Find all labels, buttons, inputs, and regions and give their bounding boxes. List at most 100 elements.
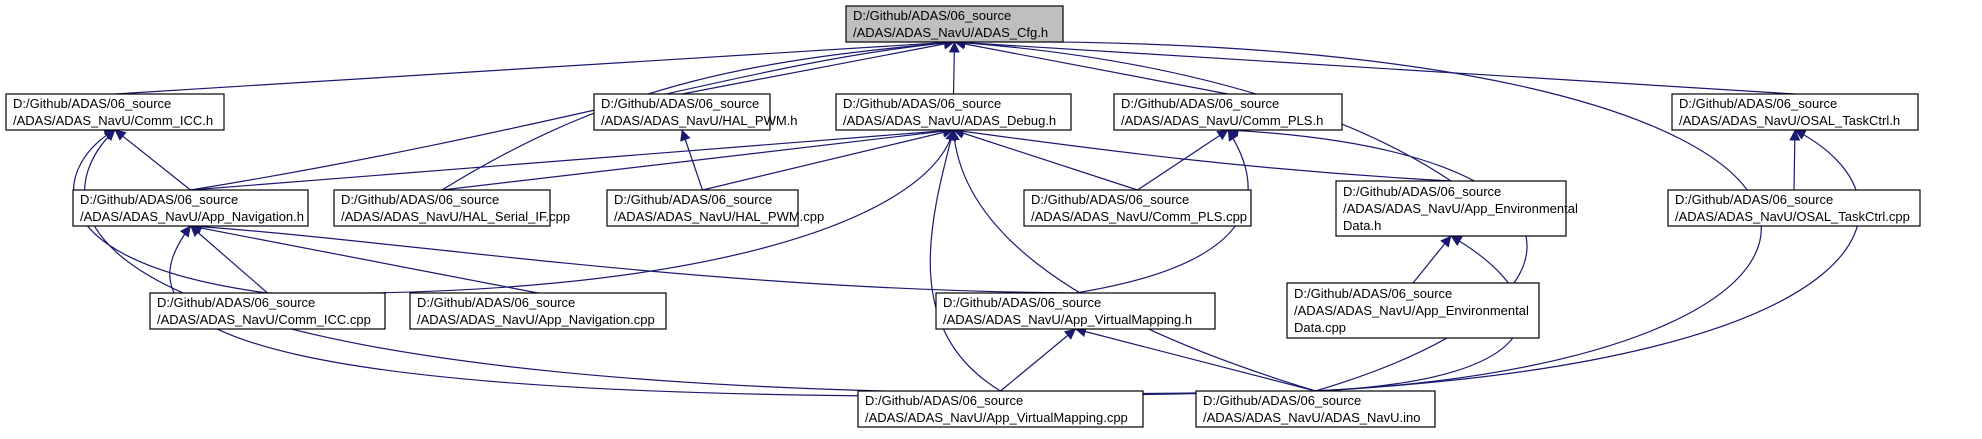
- edge-comm_pls_cpp-to-comm_pls_h: [1137, 129, 1229, 191]
- file-node-hal-serial-cpp[interactable]: D:/Github/ADAS/06_source/ADAS/ADAS_NavU/…: [333, 189, 570, 227]
- edge-navu_ino-to-comm_icc_h: [84, 129, 1316, 395]
- file-node-label-line: /ADAS/ADAS_NavU/App_Environmental: [1343, 201, 1578, 216]
- file-node-label-line: /ADAS/ADAS_NavU/App_Navigation.h: [80, 209, 304, 224]
- edge-comm_icc_h-to-cfg_h: [114, 37, 956, 95]
- file-node-label-line: /ADAS/ADAS_NavU/App_Environmental: [1294, 303, 1529, 318]
- file-node-label-line: D:/Github/ADAS/06_source: [341, 192, 499, 207]
- dependency-edge: [1000, 328, 1076, 392]
- file-node-label-line: D:/Github/ADAS/06_source: [1121, 96, 1279, 111]
- file-node-app-vm-h[interactable]: D:/Github/ADAS/06_source/ADAS/ADAS_NavU/…: [935, 292, 1216, 330]
- edge-app_vm_cpp-to-debug_h: [929, 129, 1001, 392]
- dependency-edge: [441, 37, 956, 191]
- file-node-cfg-h[interactable]: D:/Github/ADAS/06_source/ADAS/ADAS_NavU/…: [845, 5, 1064, 43]
- file-node-label-line: /ADAS/ADAS_NavU/ADAS_Cfg.h: [853, 25, 1048, 40]
- file-node-box: [149, 292, 386, 330]
- dependency-edge: [114, 129, 191, 191]
- file-node-box: [935, 292, 1216, 330]
- dependency-edge: [189, 222, 539, 294]
- edge-app_nav_cpp-to-app_nav_h: [189, 222, 539, 294]
- dependency-edge: [190, 225, 268, 294]
- file-node-comm-icc-h[interactable]: D:/Github/ADAS/06_source/ADAS/ADAS_NavU/…: [5, 93, 225, 131]
- file-node-osal-h[interactable]: D:/Github/ADAS/06_source/ADAS/ADAS_NavU/…: [1671, 93, 1919, 131]
- file-node-label-line: /ADAS/ADAS_NavU/App_Navigation.cpp: [417, 312, 655, 327]
- file-node-box: [1335, 180, 1567, 237]
- edge-app_vm_cpp-to-app_vm_h: [1000, 328, 1076, 392]
- edge-comm_icc_cpp-to-app_nav_h: [190, 225, 268, 294]
- file-node-label-line: /ADAS/ADAS_NavU/HAL_PWM.cpp: [614, 209, 824, 224]
- dependency-edge: [680, 129, 704, 191]
- file-node-box: [1667, 189, 1921, 227]
- edge-hal_pwm_h-to-cfg_h: [681, 38, 956, 95]
- file-node-label-line: D:/Github/ADAS/06_source: [614, 192, 772, 207]
- file-node-label-line: D:/Github/ADAS/06_source: [80, 192, 238, 207]
- edge-app_nav_h-to-debug_h: [190, 125, 955, 191]
- file-node-label-line: /ADAS/ADAS_NavU/App_VirtualMapping.h: [943, 312, 1192, 327]
- file-node-box: [5, 93, 225, 131]
- edge-app_nav_h-to-comm_icc_h: [114, 129, 191, 191]
- dependency-edge: [84, 129, 1316, 395]
- file-node-label-line: D:/Github/ADAS/06_source: [865, 393, 1023, 408]
- file-node-label-line: D:/Github/ADAS/06_source: [1675, 192, 1833, 207]
- file-node-box: [1023, 189, 1252, 227]
- dependency-edge: [929, 129, 1001, 392]
- file-node-app-env-h[interactable]: D:/Github/ADAS/06_source/ADAS/ADAS_NavU/…: [1335, 180, 1578, 237]
- file-node-osal-cpp[interactable]: D:/Github/ADAS/06_source/ADAS/ADAS_NavU/…: [1667, 189, 1921, 227]
- file-node-hal-pwm-cpp[interactable]: D:/Github/ADAS/06_source/ADAS/ADAS_NavU/…: [606, 189, 824, 227]
- file-node-navu-ino[interactable]: D:/Github/ADAS/06_source/ADAS/ADAS_NavU/…: [1195, 390, 1436, 428]
- dependency-edge: [1137, 129, 1229, 191]
- edge-hal_serial_cpp-to-debug_h: [441, 125, 955, 191]
- file-node-comm-pls-cpp[interactable]: D:/Github/ADAS/06_source/ADAS/ADAS_NavU/…: [1023, 189, 1252, 227]
- dependency-edge: [952, 125, 1452, 182]
- file-node-box: [606, 189, 799, 227]
- file-node-label-line: Data.cpp: [1294, 320, 1346, 335]
- dependency-edge: [681, 38, 956, 95]
- file-node-hal-pwm-h[interactable]: D:/Github/ADAS/06_source/ADAS/ADAS_NavU/…: [593, 93, 798, 131]
- edge-hal_serial_cpp-to-cfg_h: [441, 37, 956, 191]
- dependency-edge: [1412, 235, 1452, 284]
- file-node-label-line: Data.h: [1343, 218, 1381, 233]
- edge-navu_ino-to-debug_h: [948, 129, 1316, 392]
- dependency-edge: [953, 37, 1796, 95]
- file-node-box: [1286, 282, 1540, 339]
- file-node-box: [333, 189, 551, 227]
- edge-comm_pls_h-to-cfg_h: [953, 38, 1229, 95]
- file-node-comm-pls-h[interactable]: D:/Github/ADAS/06_source/ADAS/ADAS_NavU/…: [1113, 93, 1343, 131]
- file-node-label-line: D:/Github/ADAS/06_source: [853, 8, 1011, 23]
- file-node-label-line: /ADAS/ADAS_NavU/Comm_PLS.cpp: [1031, 209, 1247, 224]
- edge-navu_ino-to-comm_pls_h: [1227, 125, 1528, 392]
- edge-navu_ino-to-osal_h: [1315, 129, 1861, 392]
- file-node-label-line: D:/Github/ADAS/06_source: [1203, 393, 1361, 408]
- file-node-app-nav-h[interactable]: D:/Github/ADAS/06_source/ADAS/ADAS_NavU/…: [72, 189, 309, 227]
- file-node-label-line: D:/Github/ADAS/06_source: [943, 295, 1101, 310]
- file-node-app-vm-cpp[interactable]: D:/Github/ADAS/06_source/ADAS/ADAS_NavU/…: [857, 390, 1144, 428]
- file-node-label-line: D:/Github/ADAS/06_source: [1343, 184, 1501, 199]
- edge-app_vm_h-to-app_nav_h: [189, 221, 1076, 294]
- file-node-box: [409, 292, 667, 330]
- file-node-label-line: /ADAS/ADAS_NavU/OSAL_TaskCtrl.h: [1679, 113, 1900, 128]
- edge-comm_icc_cpp-to-debug_h: [267, 129, 957, 295]
- file-node-box: [1671, 93, 1919, 131]
- file-node-debug-h[interactable]: D:/Github/ADAS/06_source/ADAS/ADAS_NavU/…: [835, 93, 1072, 131]
- file-node-label-line: D:/Github/ADAS/06_source: [157, 295, 315, 310]
- edge-osal_h-to-cfg_h: [953, 37, 1796, 95]
- file-node-app-nav-cpp[interactable]: D:/Github/ADAS/06_source/ADAS/ADAS_NavU/…: [409, 292, 667, 330]
- file-node-label-line: /ADAS/ADAS_NavU/ADAS_Debug.h: [843, 113, 1056, 128]
- dependency-edge: [441, 125, 955, 191]
- dependency-edge: [1789, 129, 1801, 191]
- file-node-label-line: /ADAS/ADAS_NavU/HAL_Serial_IF.cpp: [341, 209, 570, 224]
- edge-hal_pwm_cpp-to-hal_pwm_h: [680, 129, 704, 191]
- dependency-edge: [189, 221, 1076, 294]
- file-node-label-line: D:/Github/ADAS/06_source: [1294, 286, 1452, 301]
- file-node-label-line: D:/Github/ADAS/06_source: [843, 96, 1001, 111]
- dependency-edge: [948, 129, 1316, 392]
- file-node-label-line: D:/Github/ADAS/06_source: [13, 96, 171, 111]
- file-node-box: [835, 93, 1072, 131]
- file-node-label-line: D:/Github/ADAS/06_source: [601, 96, 759, 111]
- dependency-edge: [114, 37, 956, 95]
- file-node-label-line: /ADAS/ADAS_NavU/ADAS_NavU.ino: [1203, 410, 1420, 425]
- file-node-app-env-cpp[interactable]: D:/Github/ADAS/06_source/ADAS/ADAS_NavU/…: [1286, 282, 1540, 339]
- edge-osal_cpp-to-osal_h: [1789, 129, 1801, 191]
- file-node-comm-icc-cpp[interactable]: D:/Github/ADAS/06_source/ADAS/ADAS_NavU/…: [149, 292, 386, 330]
- dependency-edge: [948, 41, 960, 95]
